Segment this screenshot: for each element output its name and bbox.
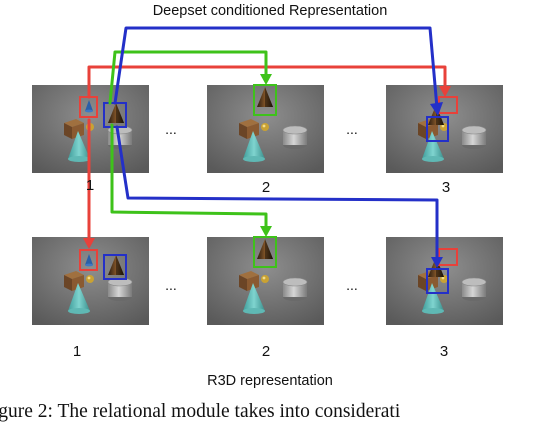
ellipsis-top-left: ... xyxy=(165,121,177,137)
red-arrowhead-top xyxy=(439,86,451,97)
green-arrowhead-top xyxy=(260,74,272,85)
bottom-row-title: R3D representation xyxy=(207,373,333,389)
green-arrow-top xyxy=(108,50,268,105)
blue-arrow-bottom xyxy=(115,125,439,262)
bottom-label-1: 1 xyxy=(73,343,81,360)
figure-caption: Figure 2: The relational module takes in… xyxy=(0,401,401,422)
top-row-title: Deepset conditioned Representation xyxy=(153,3,388,19)
top-image-2 xyxy=(206,84,325,174)
top-label-3: 3 xyxy=(442,179,450,196)
blue-arrow-top xyxy=(113,26,439,110)
bottom-image-3 xyxy=(385,236,504,326)
ellipsis-bottom-right: ... xyxy=(346,277,358,293)
bottom-image-1 xyxy=(31,236,150,326)
red-arrowhead-down xyxy=(83,238,95,249)
top-label-2: 2 xyxy=(262,179,270,196)
green-arrow-bottom xyxy=(110,123,268,230)
ellipsis-top-right: ... xyxy=(346,121,358,137)
green-arrowhead-bottom xyxy=(260,226,272,237)
top-label-1: 1 xyxy=(86,177,94,194)
bottom-label-2: 2 xyxy=(262,343,270,360)
blue-arrowhead-bottom xyxy=(431,257,443,268)
bottom-image-2 xyxy=(206,236,325,326)
bottom-label-3: 3 xyxy=(440,343,448,360)
top-image-3 xyxy=(385,84,504,174)
blue-arrowhead-top xyxy=(430,102,443,116)
ellipsis-bottom-left: ... xyxy=(165,277,177,293)
